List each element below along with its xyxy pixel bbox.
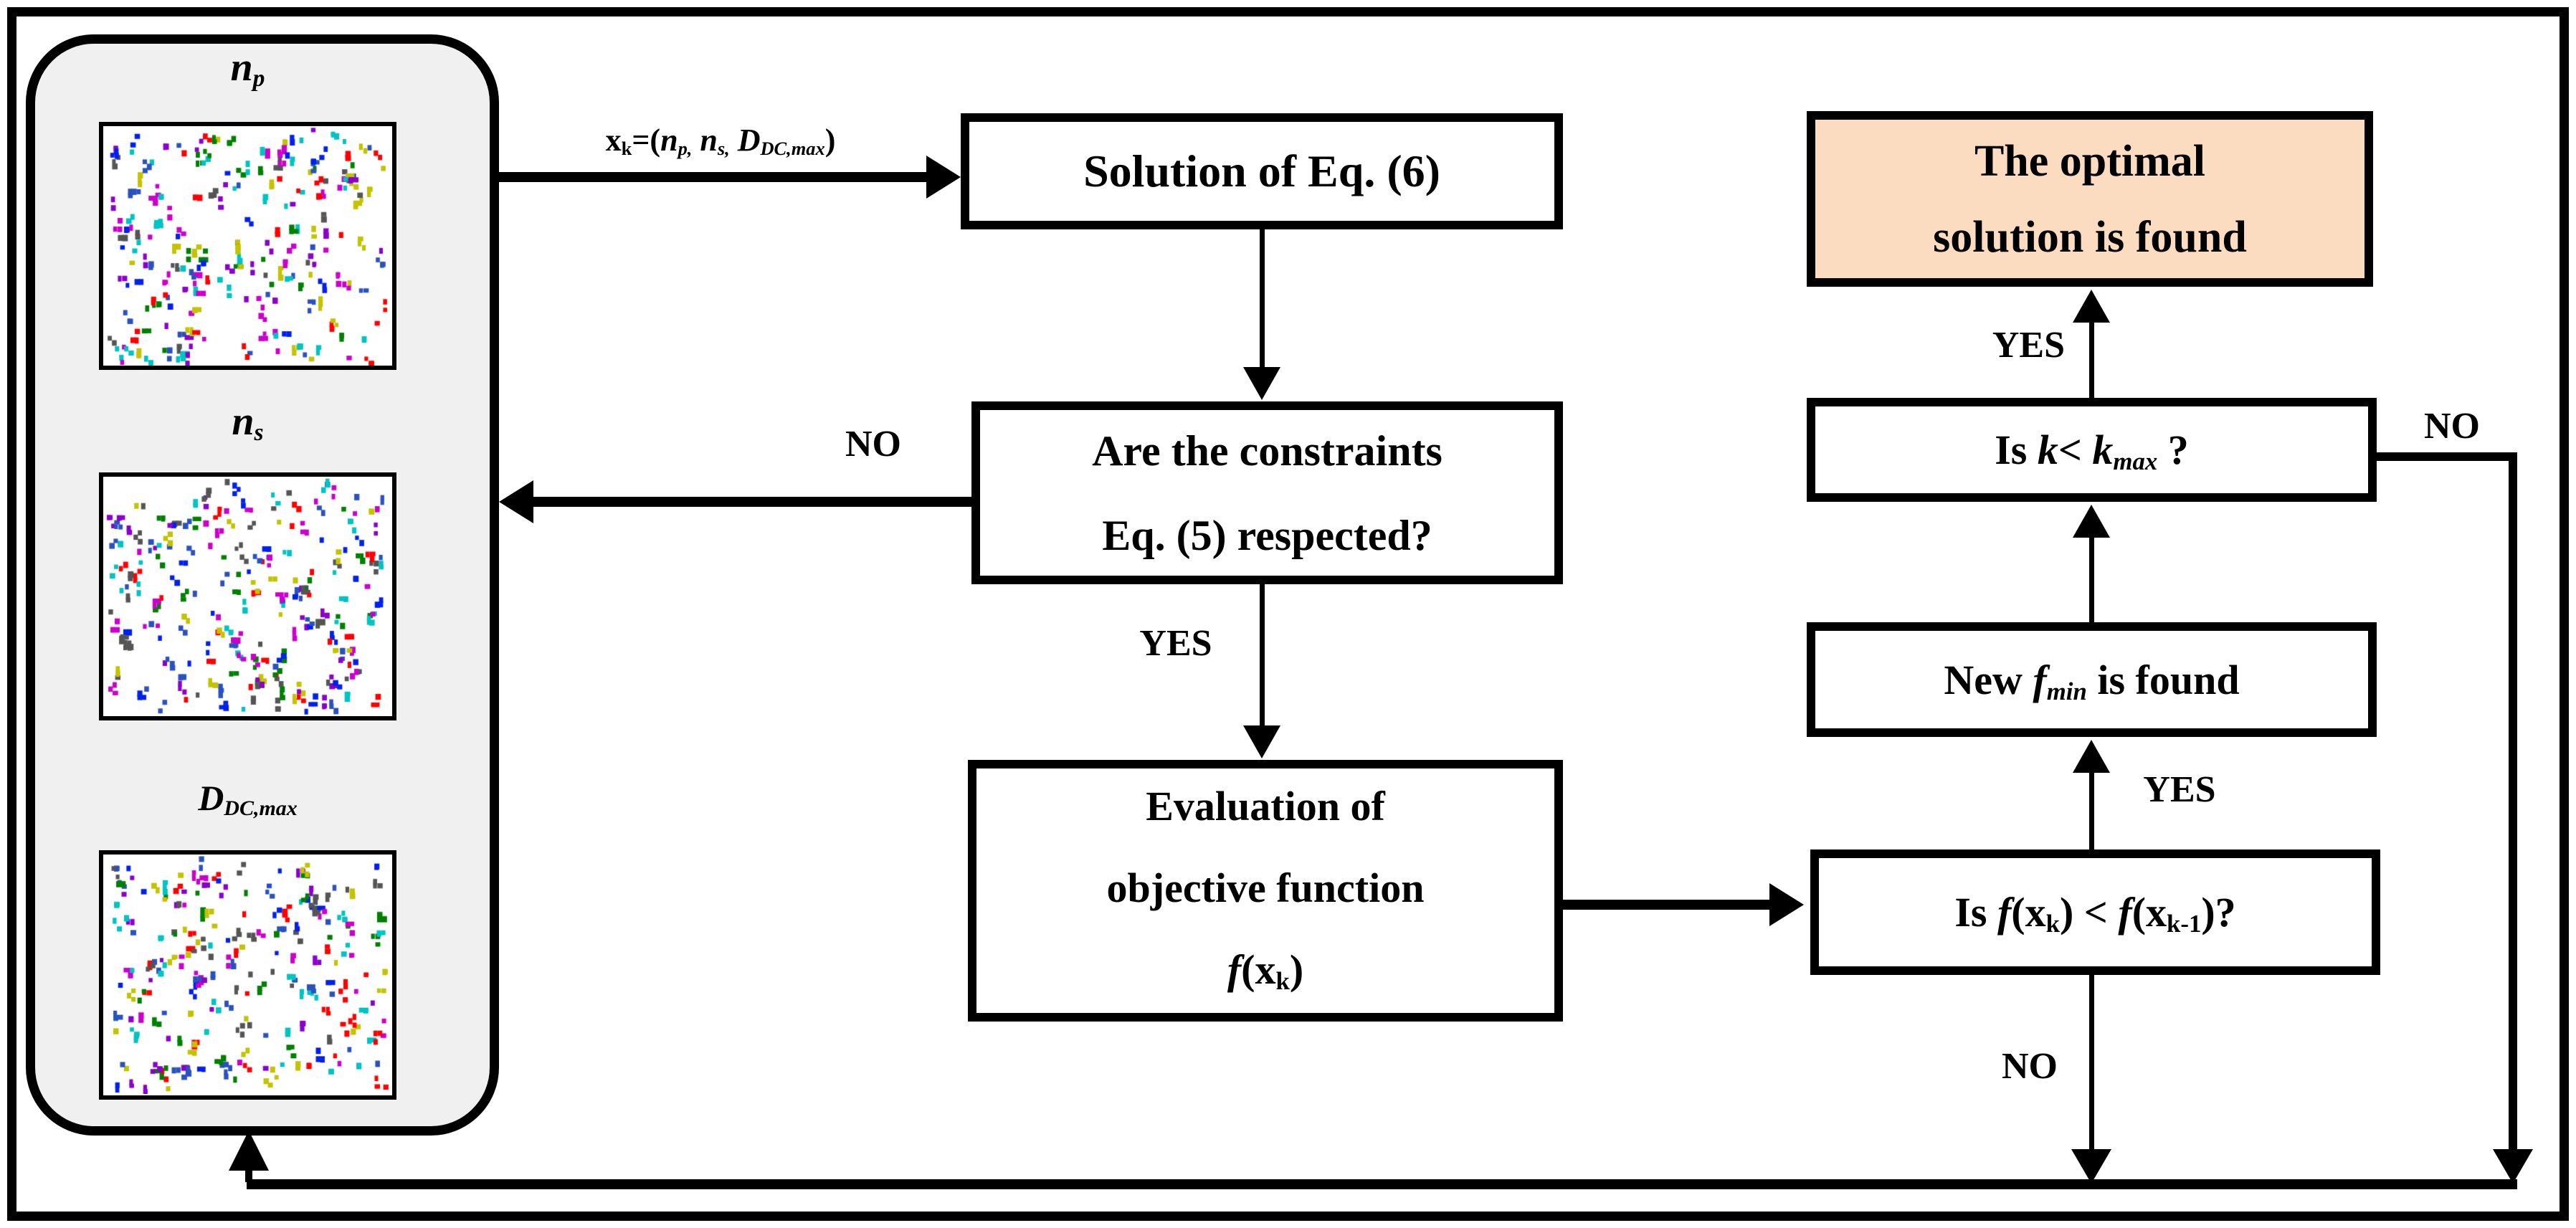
edge-label-no-constraints: NO [845, 424, 901, 465]
edge-no-iterations-horizontal [2377, 452, 2517, 461]
edge-xk-line [498, 172, 928, 182]
edge-iterations-to-optimal [2089, 321, 2094, 398]
box-objective-evaluation: Evaluation of objective function f(xk) [968, 760, 1563, 1022]
arrowhead-down-into-constraints [1243, 367, 1280, 400]
box-evaluation-line3: f(xk) [1227, 946, 1304, 995]
scatter-canvas-np [103, 126, 392, 366]
box-new-fmin-text: New fmin is found [1944, 656, 2240, 705]
box-solution-text: Solution of Eq. (6) [1083, 146, 1440, 196]
label-ns: ns [232, 399, 264, 447]
box-evaluation-line2: objective function [1106, 864, 1425, 911]
box-improvement-check: Is f(xk) < f(xk-1)? [1810, 849, 2380, 975]
label-ddcmax: DDC,max [198, 778, 298, 821]
arrowhead-right-into-solution [926, 156, 961, 199]
box-optimal-line2: solution is found [1933, 212, 2247, 262]
arrowhead-up-into-iterations [2073, 505, 2110, 538]
outer-frame [7, 7, 2569, 1221]
arrowhead-up-into-optimal [2073, 290, 2110, 323]
scatter-image-ddcmax [99, 850, 396, 1100]
edge-label-yes-improvement: YES [2143, 769, 2216, 810]
edge-label-yes-iterations: YES [1992, 325, 2065, 366]
arrowhead-up-into-newfmin [2073, 740, 2110, 773]
arrowhead-down-into-evaluation [1243, 725, 1280, 758]
scatter-canvas-ddcmax [103, 855, 392, 1094]
edge-constraints-to-evaluation [1260, 583, 1265, 726]
arrowhead-right-into-improvement [1769, 883, 1804, 926]
box-constraints-line1: Are the constraints [1092, 427, 1443, 475]
edge-return-stub [245, 1168, 252, 1182]
edge-no-constraints-line [532, 497, 971, 507]
edge-label-no-improvement: NO [2002, 1046, 2058, 1087]
box-new-fmin: New fmin is found [1807, 622, 2377, 737]
arrowhead-down-mid-loop [2071, 1149, 2111, 1184]
box-iterations-check: Is k< kmax ? [1807, 398, 2377, 502]
edge-label-xk: xk=(np, ns, DDC,max) [605, 123, 836, 160]
arrowhead-down-right-loop [2493, 1149, 2533, 1184]
box-improvement-text: Is f(xk) < f(xk-1)? [1954, 889, 2236, 938]
box-optimal-solution: The optimal solution is found [1807, 111, 2373, 287]
edge-no-iterations-vertical [2509, 452, 2517, 1152]
arrowhead-up-into-inputs [229, 1131, 269, 1171]
edge-bottom-return-line [247, 1179, 2517, 1189]
edge-newfmin-to-iterations [2089, 536, 2094, 622]
edge-label-no-iterations: NO [2424, 406, 2480, 447]
edge-label-yes-constraints: YES [1139, 623, 1212, 664]
box-iterations-text: Is k< kmax ? [1995, 427, 2189, 476]
box-constraints-line2: Eq. (5) respected? [1102, 511, 1432, 559]
edge-solution-to-constraints [1260, 228, 1265, 368]
box-solution-eq6: Solution of Eq. (6) [961, 113, 1563, 229]
box-optimal-line1: The optimal [1974, 136, 2206, 186]
box-constraints-check: Are the constraints Eq. (5) respected? [971, 401, 1563, 584]
label-np: np [230, 45, 265, 92]
box-evaluation-line1: Evaluation of [1146, 782, 1385, 829]
scatter-image-np [99, 122, 396, 370]
scatter-image-ns [99, 472, 396, 720]
arrowhead-left-into-container [499, 480, 533, 523]
edge-evaluation-to-improvement [1562, 900, 1771, 910]
edge-no-improvement-vertical [2089, 974, 2094, 1151]
edge-improvement-to-newfmin [2089, 771, 2094, 849]
scatter-canvas-ns [103, 477, 392, 716]
